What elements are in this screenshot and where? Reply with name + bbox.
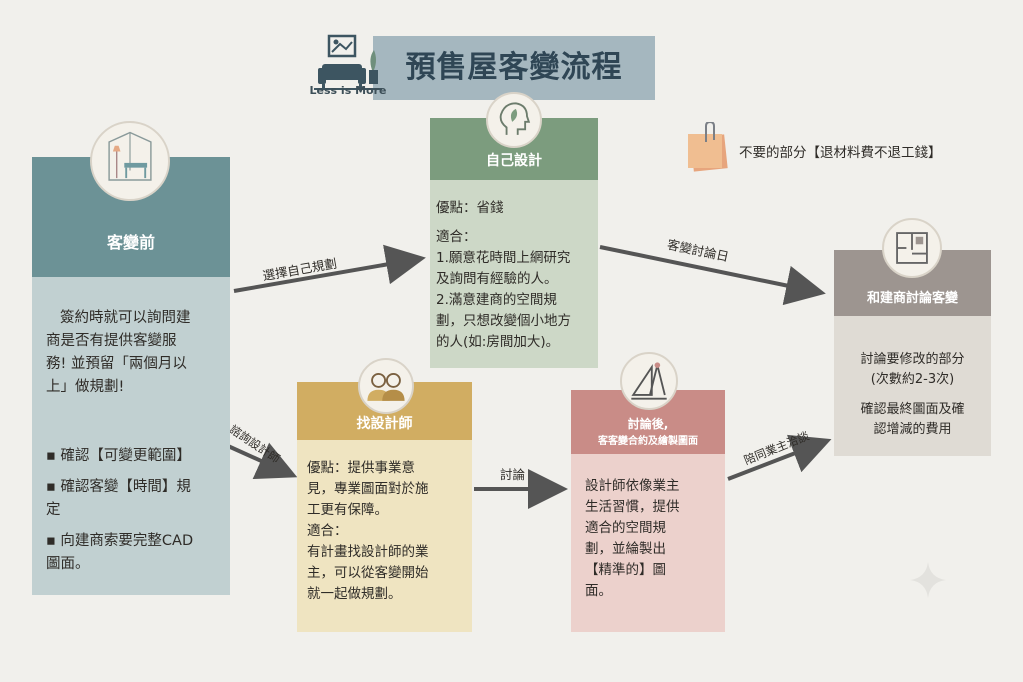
room-lamp-table-icon <box>90 121 170 201</box>
step-builder-body: 討論要修改的部分 (次數約2-3次) 確認最終圖面及確 認增減的費用 <box>834 350 991 440</box>
step-before-body: 簽約時就可以詢問建 商是否有提供客變服 務! 並預留「兩個月以 上」做規劃! ▪… <box>32 307 230 576</box>
before-bullet-line: 圖面。 <box>46 556 90 572</box>
head-leaf-icon <box>486 92 542 148</box>
step-self-design-title: 自己設計 <box>430 118 598 180</box>
before-bullet-line: ▪ 確認【可變更範圍】 <box>46 448 191 464</box>
discuss-line: 劃，並綸製出 <box>585 541 666 557</box>
arrow-consult-designer <box>227 442 298 480</box>
self-line: 劃，只想改變個小地方 <box>436 313 571 329</box>
step-discuss-box: 討論後, 客客變合約及繪製圖面 設計師依像業主 生活習慣，提供 適合的空間規 劃… <box>571 390 725 632</box>
designer-line: 見，專業圖面對於施 <box>307 481 429 497</box>
builder-line: 討論要修改的部分 <box>860 352 965 367</box>
discuss-line: 【精準的】圖 <box>585 562 666 578</box>
step-designer-body: 優點：提供事業意 見，專業圖面對於施 工更有保障。 適合： 有計畫找設計師的業 … <box>297 458 472 605</box>
designer-line: 主，可以從客變開始 <box>307 565 429 581</box>
designer-line: 就一起做規劃。 <box>307 586 402 602</box>
step-self-design-body: 優點：省錢 適合： 1.願意花時間上網研究 及詢問有經驗的人。 2.滿意建商的空… <box>430 198 598 353</box>
before-bullet-line: ▪ 向建商索要完整CAD <box>46 533 194 549</box>
sparkle-icon <box>908 560 948 600</box>
self-line: 適合： <box>436 229 477 245</box>
sofa-logo-icon <box>312 30 384 102</box>
arrow-choose-self <box>233 244 426 293</box>
self-line: 及詢問有經驗的人。 <box>436 271 558 287</box>
floor-plan-icon <box>882 218 942 278</box>
before-bullet-line: ▪ 確認客變【時間】規 <box>46 479 191 495</box>
arrow-discussion-day <box>599 245 826 306</box>
discuss-line: 設計師依像業主 <box>585 478 680 494</box>
designer-line: 適合： <box>307 523 348 539</box>
builder-line: (次數約2-3次) <box>870 372 955 387</box>
sticky-note-clip-icon <box>682 120 734 174</box>
designer-line: 有計畫找設計師的業 <box>307 544 429 560</box>
builder-line: 認增減的費用 <box>873 422 952 437</box>
two-people-icon <box>358 358 414 414</box>
before-paragraph-line: 商是否有提供客變服 <box>46 333 177 349</box>
title-banner: 預售屋客變流程 <box>373 36 655 100</box>
before-paragraph-line: 簽約時就可以詢問建 <box>60 310 191 326</box>
self-line: 的人(如:房間加大)。 <box>436 334 560 350</box>
designer-line: 優點：提供事業意 <box>307 460 415 476</box>
step-discuss-body: 設計師依像業主 生活習慣，提供 適合的空間規 劃，並綸製出 【精準的】圖 面。 <box>571 476 725 602</box>
arrow-label-discuss: 討論 <box>500 467 526 482</box>
discuss-line: 適合的空間規 <box>585 520 666 536</box>
discuss-line: 面。 <box>585 583 612 599</box>
step-self-design-box: 自己設計 優點：省錢 適合： 1.願意花時間上網研究 及詢問有經驗的人。 2.滿… <box>430 118 598 368</box>
step-discuss-title-line1: 討論後, <box>627 417 669 431</box>
step-builder-box: 和建商討論客變 討論要修改的部分 (次數約2-3次) 確認最終圖面及確 認增減的… <box>834 250 991 456</box>
discuss-line: 生活習慣，提供 <box>585 499 680 515</box>
drafting-tools-icon <box>620 352 678 410</box>
page-title: 預售屋客變流程 <box>405 50 623 85</box>
self-line: 優點：省錢 <box>436 200 504 216</box>
logo-text: Less is More <box>309 84 387 97</box>
arrow-accompany <box>727 434 832 481</box>
before-bullet-line: 定 <box>46 502 61 518</box>
before-paragraph-line: 務! 並預留「兩個月以 <box>46 356 187 372</box>
designer-line: 工更有保障。 <box>307 502 388 518</box>
step-discuss-title-line2: 客客變合約及繪製圖面 <box>598 436 698 447</box>
before-paragraph-line: 上」做規劃! <box>46 379 125 395</box>
self-line: 1.願意花時間上網研究 <box>436 250 571 266</box>
self-line: 2.滿意建商的空間規 <box>436 292 557 308</box>
step-before-box: 客變前 簽約時就可以詢問建 商是否有提供客變服 務! 並預留「兩個月以 上」做規… <box>32 157 230 595</box>
step-designer-box: 找設計師 優點：提供事業意 見，專業圖面對於施 工更有保障。 適合： 有計畫找設… <box>297 382 472 632</box>
note-text: 不要的部分【退材料費不退工錢】 <box>739 145 942 161</box>
builder-line: 確認最終圖面及確 <box>860 402 965 417</box>
